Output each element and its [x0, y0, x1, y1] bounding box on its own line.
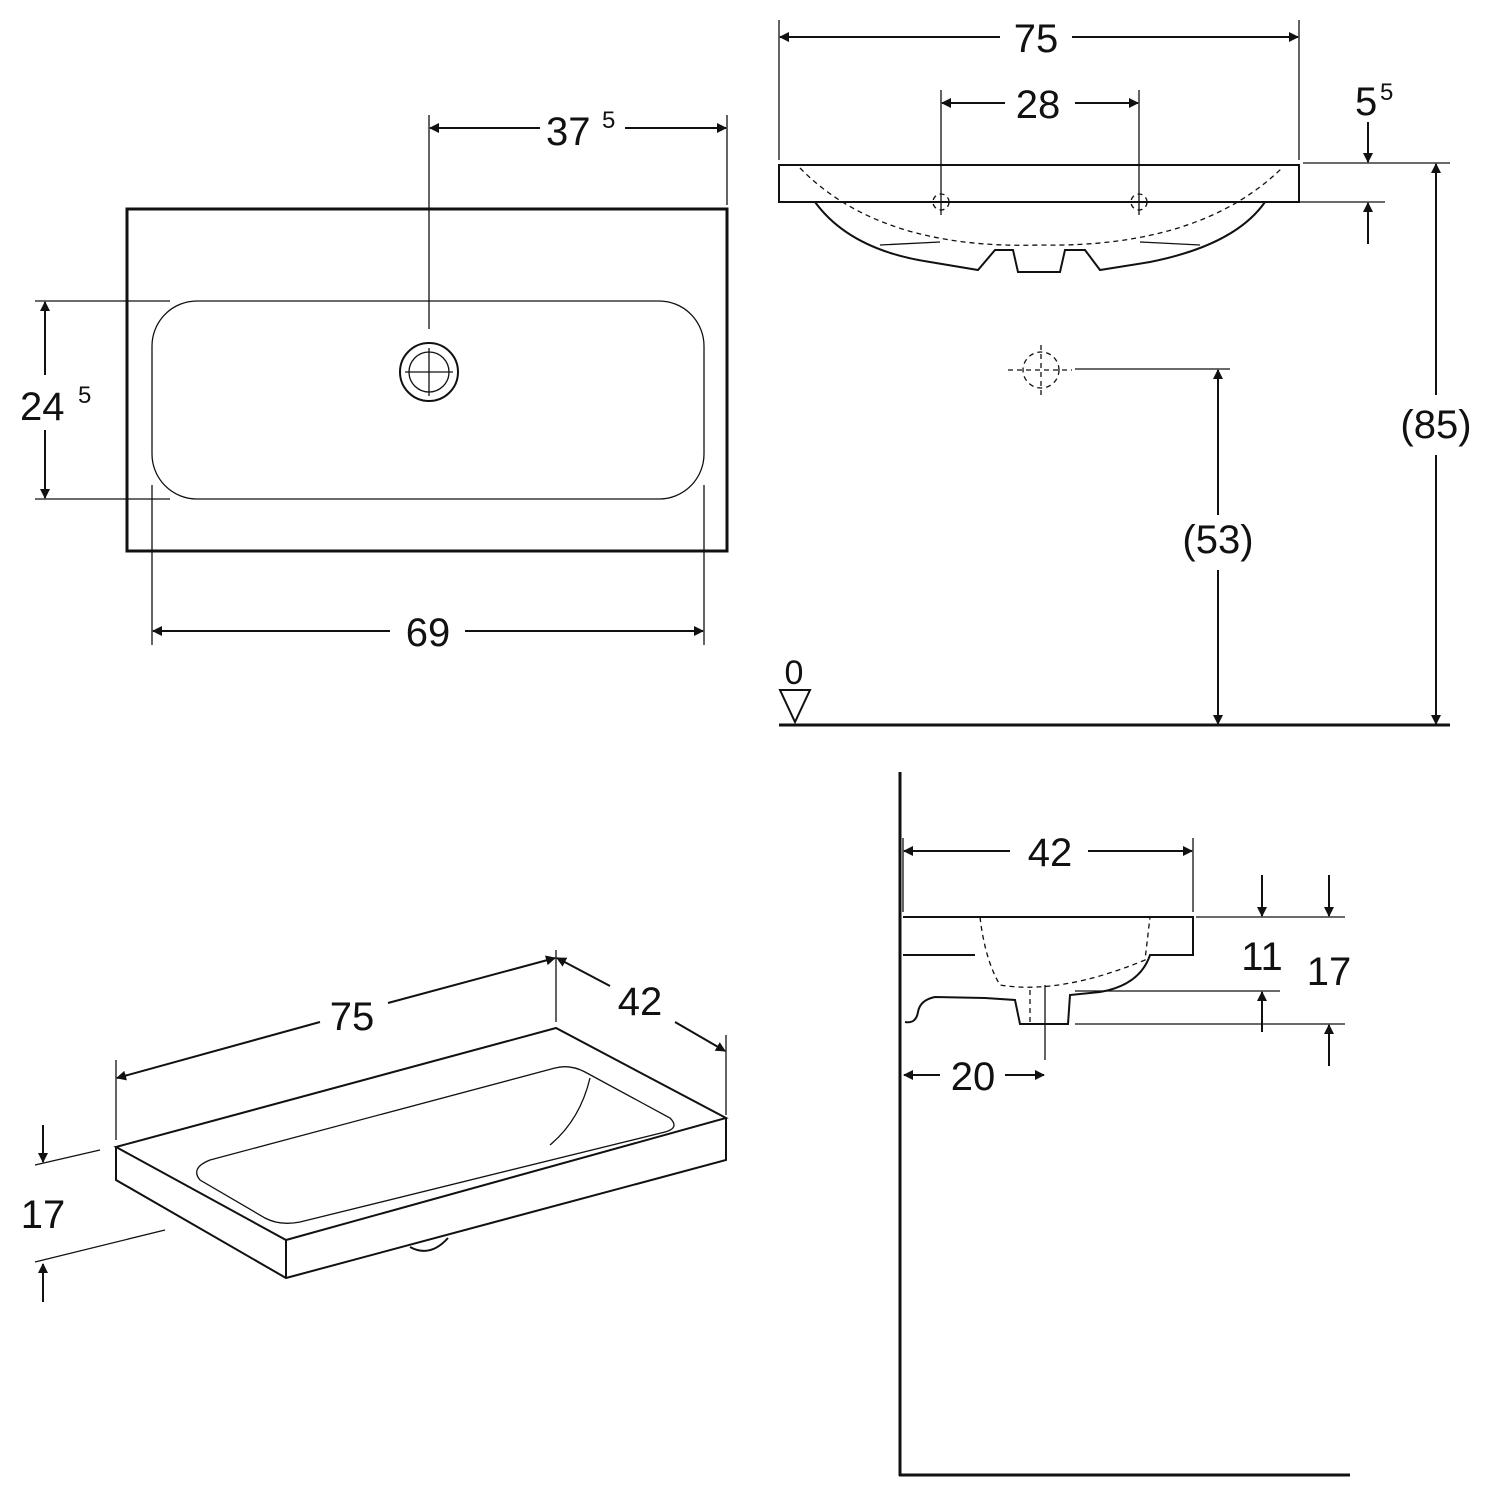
floor-level-label: 0: [785, 654, 804, 692]
floor-level-icon: [778, 689, 812, 725]
dim-bowl-height: 11: [1241, 935, 1283, 979]
bowl-outline: [151, 300, 705, 500]
dim-bowl-depth: 24: [20, 385, 65, 429]
drain-position-icon: [1008, 345, 1072, 395]
side-view: 42 11 17 20: [898, 772, 1352, 1477]
dim-total-height-side: 17: [1307, 950, 1352, 994]
dim-tap-spacing: 28: [1016, 83, 1061, 127]
iso-dim-height: 17: [21, 1193, 66, 1237]
dim-rim: 5: [1355, 80, 1377, 124]
basin-rim: [778, 164, 1300, 203]
iso-dim-depth: 42: [618, 980, 663, 1024]
dim-drain-offset: 20: [951, 1055, 996, 1099]
dim-overall-depth: 37: [546, 110, 591, 154]
basin-outline: [125, 207, 729, 553]
dim-total-height: (85): [1400, 403, 1471, 447]
dim-overall-depth-sup: 5: [602, 107, 615, 134]
dim-bowl-depth-sup: 5: [78, 382, 91, 409]
bowl-profile: [814, 201, 1266, 273]
iso-top-face: [113, 1026, 729, 1242]
plan-view: 37 5 24 5 69: [20, 107, 729, 655]
dim-bowl-width: 69: [406, 611, 451, 655]
iso-view: 75 42 17: [21, 950, 729, 1302]
dim-rim-sup: 5: [1380, 79, 1393, 106]
iso-dim-width: 75: [330, 995, 375, 1039]
front-view: 75 28 5 5 (85) (53) 0: [778, 17, 1472, 727]
drain-icon: [399, 342, 459, 402]
dim-depth: 42: [1028, 831, 1073, 875]
dim-width: 75: [1014, 17, 1059, 61]
dim-drain-height: (53): [1182, 518, 1253, 562]
iso-bowl: [196, 1066, 675, 1224]
